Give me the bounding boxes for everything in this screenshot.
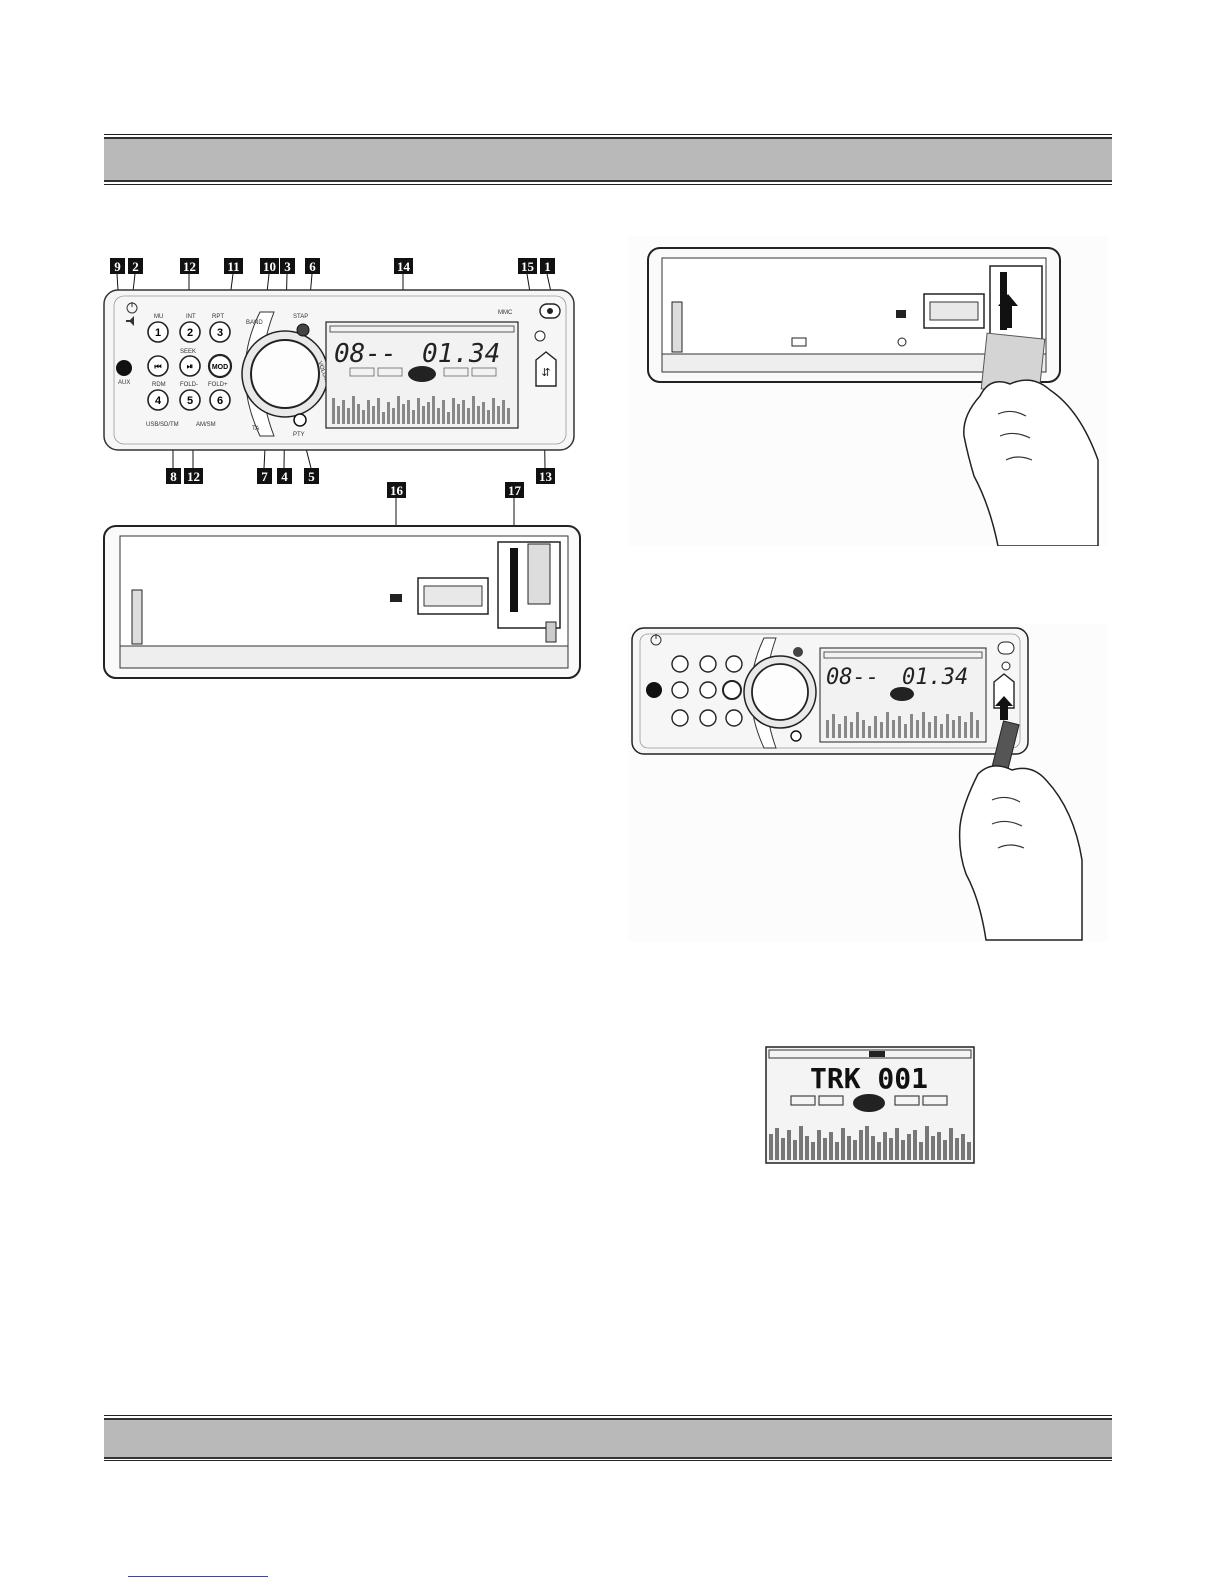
amsm-label: AM/SM <box>196 422 216 428</box>
svg-text:16: 16 <box>390 483 404 498</box>
svg-text:12: 12 <box>183 259 196 274</box>
svg-text:2: 2 <box>132 259 139 274</box>
pty-button[interactable] <box>294 414 306 426</box>
svg-text:⏯: ⏯ <box>187 362 193 371</box>
aux-jack-2[interactable] <box>646 682 662 698</box>
usbsdtm-label: USB/SD/TM <box>146 422 179 428</box>
svg-text:15: 15 <box>521 259 535 274</box>
preset-button-1[interactable]: 1 <box>148 322 168 342</box>
fold-plus-label: FOLD+ <box>208 382 228 388</box>
lcd-left-text: 08-- <box>334 339 397 369</box>
callout-17: 17 <box>505 482 524 498</box>
sd-card-slot[interactable] <box>510 548 518 612</box>
front-panel-figure: 9 2 12 11 10 3 6 14 15 1 8 12 7 4 5 13 <box>100 250 590 490</box>
svg-text:17: 17 <box>508 483 522 498</box>
stap-label: STAP <box>293 314 308 320</box>
lcd-left-text-2: 08-- <box>826 665 879 690</box>
svg-text:4: 4 <box>155 395 162 407</box>
aux-jack[interactable] <box>116 360 132 376</box>
callout-12-top: 12 <box>180 258 199 274</box>
preset-button-5[interactable]: 5 <box>180 390 200 410</box>
stap-button[interactable] <box>297 324 309 336</box>
volume-knob[interactable] <box>251 340 319 408</box>
aux-label: AUX <box>118 380 130 386</box>
svg-text:MOD: MOD <box>212 364 228 371</box>
callout-10: 10 <box>260 258 279 274</box>
callout-2: 2 <box>128 258 143 274</box>
preset-button-4[interactable]: 4 <box>148 390 168 410</box>
release-button[interactable] <box>540 304 560 318</box>
lcd-right-text: 01.34 <box>422 339 500 369</box>
svg-text:⏮: ⏮ <box>154 362 161 371</box>
int-label: INT <box>186 314 196 320</box>
seek-forward-button[interactable]: ⏯ <box>180 356 200 376</box>
preset-button-3[interactable]: 3 <box>210 322 230 342</box>
svg-text:⇵: ⇵ <box>541 367 550 379</box>
disc-icon <box>408 366 436 382</box>
callout-6: 6 <box>305 258 320 274</box>
svg-text:6: 6 <box>309 259 316 274</box>
lcd-right-text-2: 01.34 <box>902 665 968 690</box>
footer-band <box>104 1418 1112 1459</box>
brand-label: MMC <box>498 310 513 316</box>
fold-minus-label: FOLD- <box>180 382 198 388</box>
lcd-closeup-figure: TRK 001 <box>765 1046 975 1164</box>
preset-button-2[interactable]: 2 <box>180 322 200 342</box>
footer-rule-top <box>104 1415 1112 1416</box>
rdm-label: RDM <box>152 382 166 388</box>
svg-text:14: 14 <box>397 259 411 274</box>
svg-text:10: 10 <box>263 259 276 274</box>
callout-9: 9 <box>110 258 125 274</box>
callout-3: 3 <box>280 258 295 274</box>
pty-label: PTY <box>293 432 305 438</box>
callout-16: 16 <box>387 482 406 498</box>
svg-text:6: 6 <box>217 395 223 407</box>
svg-text:5: 5 <box>187 395 193 407</box>
band-label: BAND <box>246 320 263 326</box>
insert-usb-figure: 08-- 01.34 <box>628 624 1108 942</box>
svg-text:1: 1 <box>155 327 161 339</box>
svg-text:3: 3 <box>284 259 291 274</box>
left-latch <box>132 590 142 644</box>
callout-15: 15 <box>518 258 537 274</box>
svg-text:9: 9 <box>114 259 121 274</box>
disc-icon-closeup <box>853 1094 885 1112</box>
header-band <box>104 137 1112 182</box>
lcd-closeup-text: TRK 001 <box>810 1062 928 1095</box>
mod-button[interactable]: MOD <box>209 355 231 377</box>
preset-button-6[interactable]: 6 <box>210 390 230 410</box>
svg-text:3: 3 <box>217 327 223 339</box>
header-rule-top <box>104 134 1112 135</box>
svg-text:11: 11 <box>227 259 239 274</box>
ta-label: TA <box>252 426 259 432</box>
mu-label: MU <box>154 314 163 320</box>
callout-14: 14 <box>394 258 413 274</box>
callout-1: 1 <box>540 258 555 274</box>
footer-link-underline <box>128 1576 268 1577</box>
svg-text:2: 2 <box>187 327 193 339</box>
seek-back-button[interactable]: ⏮ <box>148 356 168 376</box>
faceplate-back-figure: 16 17 <box>100 480 590 680</box>
usb-port[interactable]: ⇵ <box>536 352 556 386</box>
seek-label: SEEK <box>180 349 196 355</box>
rpt-label: RPT <box>212 314 224 320</box>
footer-rule-bottom <box>104 1460 1112 1461</box>
svg-text:1: 1 <box>544 259 551 274</box>
callout-11: 11 <box>224 258 243 274</box>
insert-card-figure <box>628 236 1108 546</box>
header-rule-bottom <box>104 184 1112 185</box>
reset-button[interactable] <box>390 594 402 602</box>
ir-sensor <box>535 331 545 341</box>
